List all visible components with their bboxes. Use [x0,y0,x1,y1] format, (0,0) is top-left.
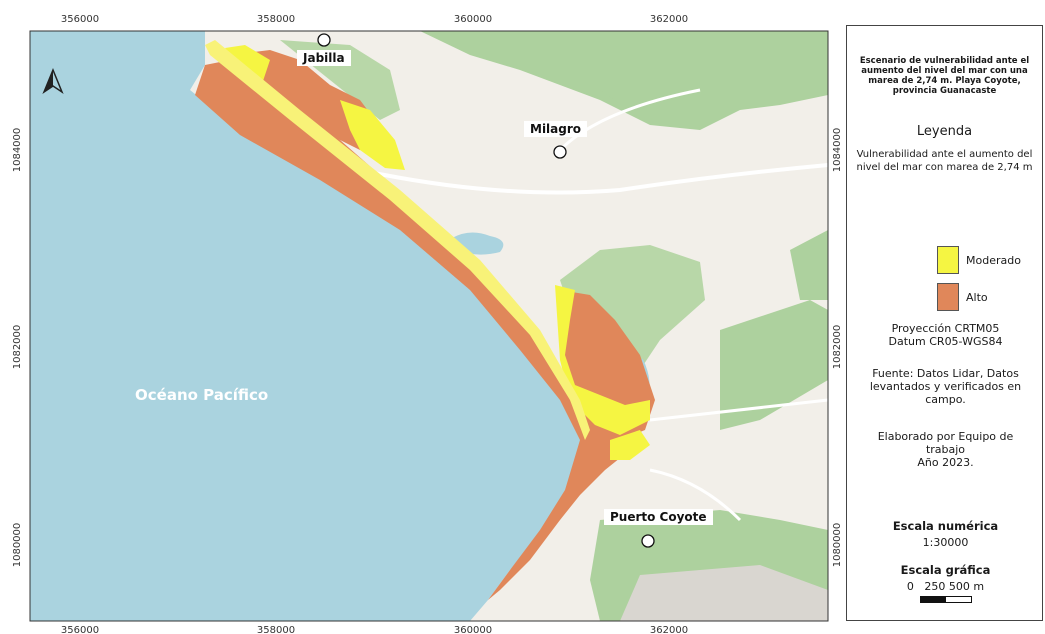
year-text: Año 2023. [917,456,974,469]
legend-panel: Escenario de vulnerabilidad ante el aume… [846,25,1043,621]
x-tick-bottom: 362000 [650,625,688,634]
projection-text: Proyección CRTM05 [891,322,1000,335]
map-title: Escenario de vulnerabilidad ante el aume… [859,56,1030,96]
graphic-scale-title: Escala gráfica [900,563,991,577]
x-tick-top: 362000 [650,14,688,25]
swatch-alto [937,283,959,311]
forest-area-north-east [600,40,730,118]
scale-bar-black [920,597,946,602]
road-north [558,88,701,152]
numeric-scale-title: Escala numérica [892,519,999,533]
x-tick-top: 358000 [257,14,295,25]
ocean-label: Océano Pacífico [135,386,269,404]
x-tick-bottom: 358000 [257,625,295,634]
author-block: Elaborado por Equipo de trabajo Año 2023… [847,430,1044,469]
place-label-milagro: Milagro [524,121,588,137]
author-text: Elaborado por Equipo de trabajo [877,430,1014,456]
zone-high-jabilla [230,50,380,150]
zone-high-coast [195,60,630,600]
x-tick-top: 356000 [61,14,99,25]
y-tick-right: 1082000 [832,325,843,370]
sea-area [30,31,595,621]
forest-area-east-2 [790,230,828,300]
datum-text: Datum CR05-WGS84 [888,335,1003,348]
legend-label-moderado: Moderado [966,253,1021,267]
scale-bar [919,596,972,603]
graphic-scale-block: Escala gráfica 0 250 500 m [847,564,1044,603]
legend-label-alto: Alto [966,290,988,304]
y-tick-right: 1080000 [832,523,843,568]
place-label-puerto-coyote: Puerto Coyote [604,509,713,525]
y-tick-right: 1084000 [832,128,843,173]
y-tick-left: 1080000 [12,523,23,568]
numeric-scale-block: Escala numérica 1:30000 [847,519,1044,550]
road-main [359,163,829,195]
legend-item-moderado: Moderado [937,246,1021,274]
x-tick-top: 360000 [454,14,492,25]
graphic-scale-text: 0 250 500 m [906,580,985,593]
legend-item-alto: Alto [937,283,988,311]
projection-block: Proyección CRTM05 Datum CR05-WGS84 [847,322,1044,348]
zone-moderate-beach [205,40,590,440]
north-arrow-icon [42,68,64,94]
y-tick-left: 1084000 [12,128,23,173]
marker-puerto-coyote [641,534,655,548]
scale-bar-white [945,597,971,602]
source-text: Fuente: Datos Lidar, Datos levantados y … [869,367,1022,406]
legend-heading: Leyenda [916,124,973,139]
place-label-jabilla: Jabilla [297,50,351,66]
map-border [29,30,829,622]
marker-jabilla [317,33,331,47]
x-tick-bottom: 356000 [61,625,99,634]
marker-milagro [553,145,567,159]
road-east [649,398,829,422]
zone-moderate-estuary [555,285,650,435]
y-tick-left: 1082000 [12,325,23,370]
zone-moderate-south [610,430,650,460]
numeric-scale-value: 1:30000 [922,536,969,549]
forest-area-center [560,245,705,370]
legend-subtitle: Vulnerabilidad ante el aumento del nivel… [856,149,1033,173]
road-south [649,468,742,522]
x-tick-bottom: 360000 [454,625,492,634]
urban-area-south [620,565,828,621]
zone-moderate-jabilla-2 [340,100,405,170]
swatch-moderado [937,246,959,274]
forest-area-east [720,300,828,430]
